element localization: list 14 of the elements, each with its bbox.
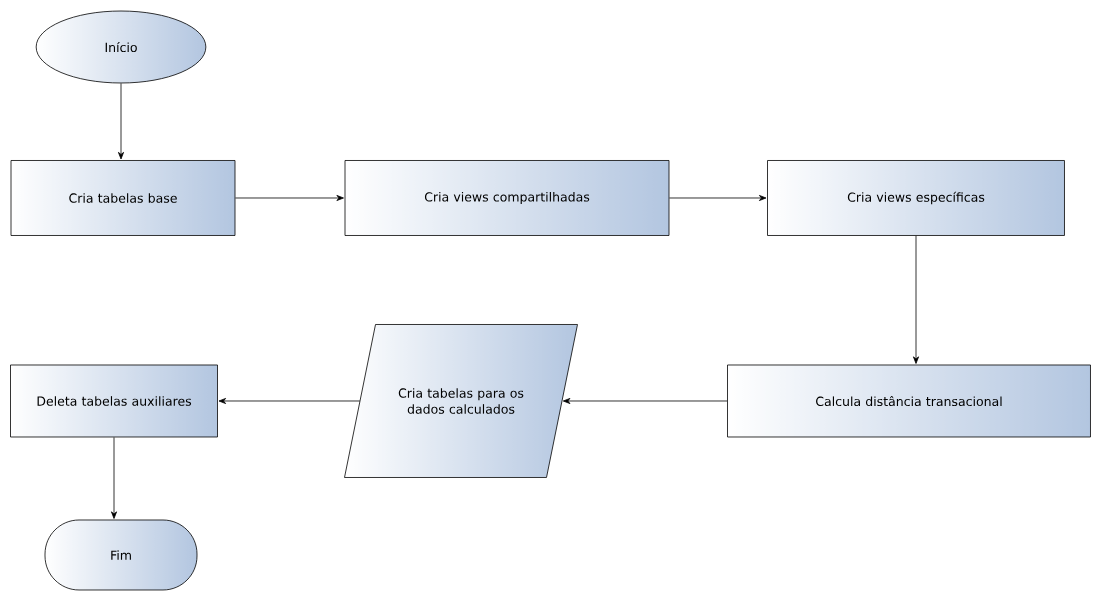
arrow xyxy=(235,195,344,201)
end-terminal: Fim xyxy=(44,519,198,591)
process-box: Cria views específicas xyxy=(767,160,1065,236)
arrow xyxy=(562,398,728,404)
process-box: Calcula distância transacional xyxy=(727,364,1091,438)
arrow xyxy=(111,437,117,519)
arrow xyxy=(669,195,767,201)
data-parallelogram: Cria tabelas para os dados calculados xyxy=(344,324,578,478)
arrow xyxy=(913,235,919,364)
arrow xyxy=(118,83,124,160)
process-box: Deleta tabelas auxiliares xyxy=(10,364,218,438)
process-box: Cria tabelas base xyxy=(10,160,236,236)
arrow xyxy=(218,398,361,404)
process-box: Cria views compartilhadas xyxy=(344,160,670,236)
